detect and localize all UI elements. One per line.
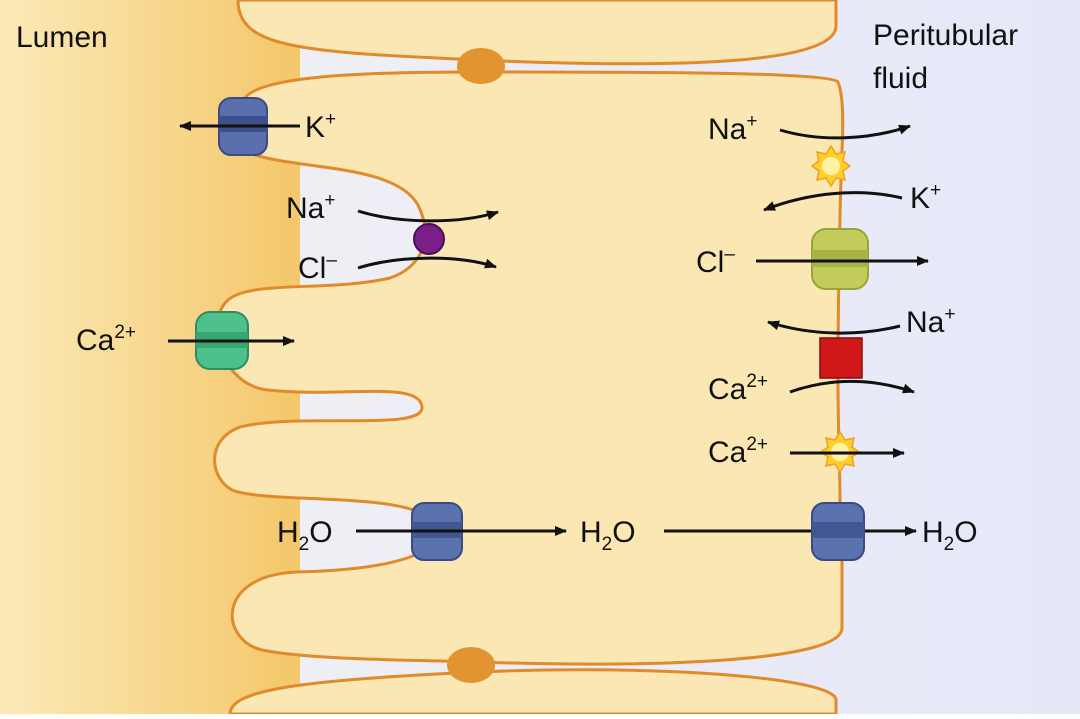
basolateral-aquaporin: [811, 502, 865, 561]
pump-potassium-influx-arrow: [763, 191, 903, 212]
cotransporter-chloride-label: Cl–: [298, 250, 337, 285]
na-cl-cotransporter: [413, 223, 445, 255]
water-lumen-label: H2O: [277, 516, 333, 555]
chloride-influx-arrow: [357, 256, 497, 270]
lower-neighbor-cell: [228, 668, 838, 716]
chloride-channel: [811, 228, 869, 290]
lumen-label: Lumen: [16, 21, 108, 54]
tubule-cell-membrane: [213, 70, 845, 666]
sodium-influx-arrow: [357, 209, 499, 223]
tight-junction-top: [457, 48, 505, 84]
cotransporter-sodium-label: Na+: [286, 190, 335, 225]
pump-sodium-label: Na+: [708, 111, 757, 146]
exchanger-calcium-label: Ca2+: [708, 371, 768, 406]
potassium-label: K+: [305, 109, 336, 144]
calcium-pump-label: Ca2+: [708, 434, 768, 469]
exchanger-calcium-efflux-arrow: [789, 380, 915, 394]
water-peritubular-label: H2O: [922, 516, 978, 555]
peritubular-label-line2: fluid: [873, 62, 928, 95]
sodium-calcium-exchanger: [819, 337, 863, 379]
tight-junction-bottom: [447, 647, 495, 683]
exchanger-sodium-label: Na+: [906, 304, 955, 339]
sodium-potassium-pump: [810, 144, 852, 188]
water-cytoplasm-label: H2O: [580, 516, 636, 555]
upper-neighbor-cell: [236, 0, 838, 66]
exchanger-sodium-influx-arrow: [767, 320, 901, 335]
chloride-channel-label: Cl–: [696, 244, 735, 279]
pump-sodium-efflux-arrow: [779, 124, 911, 140]
peritubular-label-line1: Peritubular: [873, 19, 1018, 52]
calcium-channel-label: Ca2+: [76, 322, 136, 357]
pump-potassium-label: K+: [910, 180, 941, 215]
